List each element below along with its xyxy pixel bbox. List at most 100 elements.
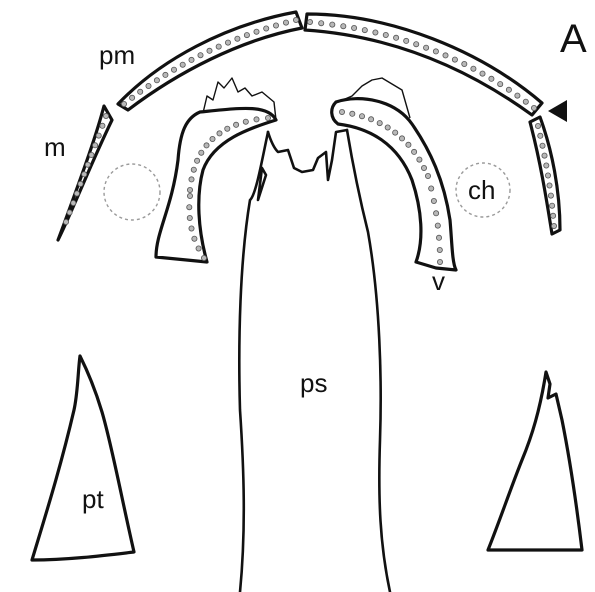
maxilla-left-tooth [63,219,68,224]
vomer-left-tooth [189,177,194,182]
vomer-right-lower-tooth [436,235,441,240]
label-vomer: v [432,266,445,296]
tooth-rows [63,17,556,264]
label-choana: ch [468,175,495,205]
vomer-right-lower-tooth [431,198,436,203]
premaxilla-left-tooth [216,44,221,49]
premaxilla-right-tooth [307,19,312,24]
premaxilla-right-tooth [319,21,324,26]
maxilla-right-tooth [548,193,553,198]
vomer-right-tooth [412,149,417,154]
maxilla-left-tooth [103,113,108,118]
premaxilla-left-tooth [235,36,240,41]
premaxilla-right-tooth [362,28,367,33]
vomer-left-lower-tooth [192,236,197,241]
premaxilla-right-tooth [480,71,485,76]
maxilla-right-tooth [538,133,543,138]
vomer-left-tooth [243,119,248,124]
premaxilla-right-tooth [523,99,528,104]
vomer-right-tooth [393,130,398,135]
maxilla-left-tooth [74,191,79,196]
premaxilla-right-tooth [471,66,476,71]
maxilla-left-tooth [93,143,98,148]
parasphenoid-anterior-margin [268,130,347,180]
premaxilla-right-tooth [531,105,536,110]
premaxilla-left-tooth [138,89,143,94]
premaxilla-right-tooth [330,22,335,27]
premaxilla-left-tooth [121,101,126,106]
premaxilla-left-tooth [283,20,288,25]
maxilla-left-tooth [100,123,105,128]
premaxilla-right-tooth [394,35,399,40]
vomer-right-tooth [377,121,382,126]
premaxilla-left-tooth [130,95,135,100]
maxilla-right-tooth [550,203,555,208]
premaxilla-left-tooth [146,83,151,88]
vomer-left-lower-tooth [201,255,206,260]
premaxilla-left-tooth [273,23,278,28]
label-premaxilla: pm [99,40,135,70]
vomer-right-lower-tooth [425,173,430,178]
premaxilla-left-tooth [244,33,249,38]
maxilla-right-tooth [535,123,540,128]
maxilla-right-tooth [545,173,550,178]
premaxilla-right-tooth [498,82,503,87]
label-parasphenoid: ps [300,368,327,398]
vomer-right-tooth [399,136,404,141]
vomer-right-tooth [339,109,344,114]
vomer-right-tooth [421,165,426,170]
label-maxilla: m [44,132,66,162]
maxilla-left-tooth [82,172,87,177]
vomer-left-tooth [265,115,270,120]
pterygoid-left [32,356,134,560]
premaxilla-right-tooth [489,76,494,81]
pterygoid-right [488,372,582,550]
parasphenoid-outline [239,132,268,592]
premaxilla-left-tooth [254,29,259,34]
vomer-right-lower-tooth [435,223,440,228]
premaxilla-right-tooth [341,24,346,29]
maxilla-left-tooth [89,152,94,157]
premaxilla-left-tooth [163,72,168,77]
maxilla-left-tooth [85,162,90,167]
vomer-right-lower-tooth [437,247,442,252]
premaxilla-right-tooth [352,25,357,30]
vomer-left-tooth [199,150,204,155]
vomer-right [332,99,456,270]
vomer-left-tooth [234,122,239,127]
maxilla-left-tooth [71,200,76,205]
premaxilla-left-tooth [264,26,269,31]
maxilla-left-tooth [67,210,72,215]
vomer-left-lower-tooth [187,193,192,198]
premaxilla-left-tooth [225,40,230,45]
premaxilla-right-tooth [383,32,388,37]
premaxilla-right-tooth [424,45,429,50]
premaxilla-right-tooth [373,30,378,35]
vomer-left-tooth [217,131,222,136]
vomer-left-lower-tooth [187,215,192,220]
maxilla-right-tooth [547,183,552,188]
vomer-left-tooth [191,167,196,172]
vomer-left [156,108,276,262]
premaxilla-left-tooth [154,78,159,83]
maxilla-right-tooth [551,223,556,228]
vomer-right-lower-tooth [429,186,434,191]
vomer-right-tooth [417,157,422,162]
vomer-right-lower-tooth [434,211,439,216]
panel-letter: A [560,17,587,61]
premaxilla-left-tooth [198,53,203,58]
premaxilla-right-tooth [433,49,438,54]
premaxilla-right-tooth [515,93,520,98]
vomer-right-tooth [369,117,374,122]
premaxilla-right-tooth [452,57,457,62]
parasphenoid-outline-right [347,130,390,592]
vomer-left-tooth [204,143,209,148]
maxilla-left-tooth [96,133,101,138]
vomer-left-tooth [225,126,230,131]
label-pterygoid: pt [82,484,104,514]
vomer-right-tooth [385,125,390,130]
premaxilla-right-tooth [404,38,409,43]
premaxilla-left-tooth [180,62,185,67]
premaxilla-left-tooth [207,48,212,53]
premaxilla-left-tooth [189,57,194,62]
